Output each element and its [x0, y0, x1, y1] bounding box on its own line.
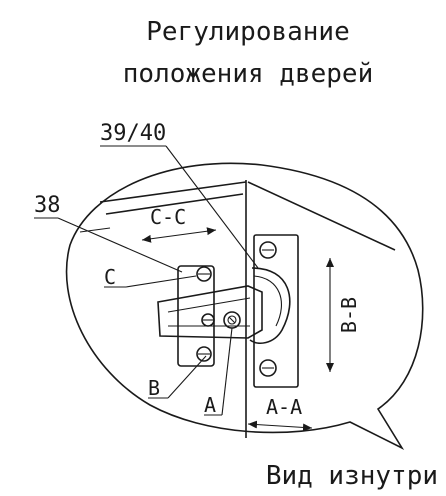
- title-line-2: положения дверей: [123, 59, 373, 89]
- cabinet-hinge-icon: [157, 265, 291, 367]
- caption-inside-view: Вид изнутри: [266, 461, 438, 491]
- label-c-c: C-C: [150, 205, 186, 229]
- title-line-1: Регулирование: [146, 17, 350, 47]
- label-c: C: [104, 265, 116, 289]
- callout-bubble: [65, 162, 424, 450]
- label-b-b: B-B: [337, 297, 361, 333]
- cabinet-walls: [79, 180, 396, 438]
- part-label-38: 38: [34, 193, 61, 218]
- label-a: A: [204, 393, 216, 417]
- horizontal-arrow-icon: [247, 420, 313, 432]
- part-label-39-40: 39/40: [100, 121, 166, 146]
- hinge-mounting-plate: [253, 234, 299, 388]
- label-a-a: A-A: [266, 395, 302, 419]
- leader-38: [34, 217, 183, 273]
- leader-39-40: [100, 145, 259, 269]
- label-b: B: [148, 376, 160, 400]
- double-arrow-icon: [141, 227, 217, 243]
